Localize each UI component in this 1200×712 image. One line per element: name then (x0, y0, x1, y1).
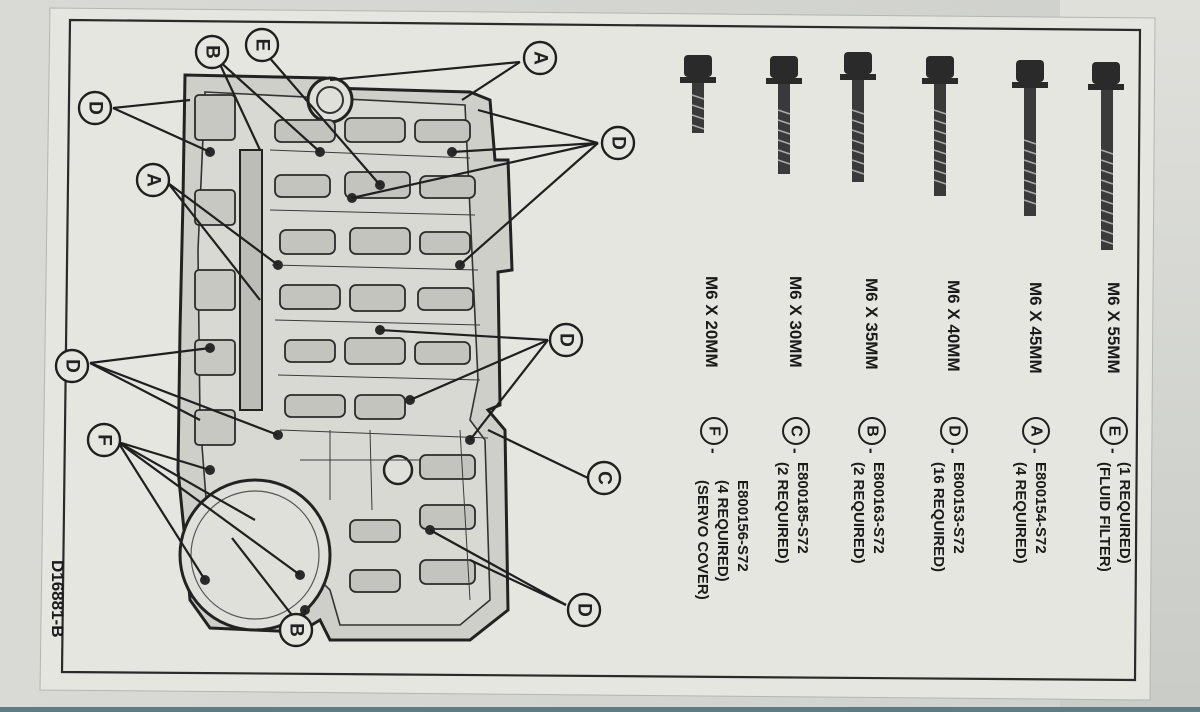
callout-letter: B (202, 45, 223, 59)
bolt-part-label: E800163-S72 (870, 462, 887, 554)
bolt-size-label: M6 X 40MM (944, 280, 963, 372)
label-group-e: M6 X 55MM (1104, 282, 1123, 374)
callout-letter: D (574, 603, 595, 617)
bolt-illustrations (680, 52, 1124, 250)
bolt-qty-label: (4 REQUIRED) (714, 480, 731, 582)
svg-text:-: - (862, 448, 881, 454)
bolt-note-label: (FLUID FILTER) (1096, 462, 1113, 572)
label-letter-b: B - (858, 417, 886, 454)
bolt-letter: D (946, 425, 963, 437)
callout-d-right-mid: D (548, 322, 584, 358)
callout-letter: F (94, 434, 115, 446)
bolt-qty-label: (1 REQUIRED) (1116, 462, 1133, 564)
callout-f-left: F (86, 422, 122, 458)
bolt-size-label: M6 X 45MM (1026, 282, 1045, 374)
bolt-qty-label: (2 REQUIRED) (850, 462, 867, 564)
bolt-size-label: M6 X 20MM (702, 276, 721, 368)
valve-body-drawing (176, 73, 514, 642)
bolt-m6x30 (766, 56, 802, 174)
callout-e-top: E (244, 27, 280, 63)
callout-a-mid: A (135, 162, 171, 198)
bolt-part-label: E800153-S72 (950, 462, 967, 554)
svg-text:-: - (1104, 448, 1123, 454)
bolt-size-label: M6 X 35MM (862, 278, 881, 370)
svg-text:-: - (786, 448, 805, 454)
bolt-labels: M6 X 55MM E - (1 REQUIRED) (FLUID FILTER… (694, 276, 1133, 600)
callout-letter: E (252, 39, 273, 52)
callouts: B E A D A D D D (54, 27, 636, 648)
bolt-part-label: E800185-S72 (794, 462, 811, 554)
label-letter-c: C - (782, 417, 810, 454)
label-letter-e: E - (1100, 417, 1128, 454)
callout-a-top: A (522, 40, 558, 76)
leader-lines (89, 55, 599, 629)
bolt-m6x35 (840, 52, 876, 182)
callout-letter: D (85, 101, 106, 115)
bolt-qty-label: (4 REQUIRED) (1012, 462, 1029, 564)
callout-c-right: C (586, 460, 622, 496)
bolt-note-label: (SERVO COVER) (694, 480, 711, 600)
figure-frame (60, 18, 1142, 682)
callout-d-right-top: D (600, 125, 636, 161)
label-letter-f: F - (700, 417, 728, 454)
callout-letter: A (530, 51, 551, 65)
svg-text:-: - (944, 448, 963, 454)
callout-letter: D (62, 359, 83, 373)
bolt-letter: F (706, 426, 723, 436)
callout-letter: A (143, 173, 164, 187)
bolt-letter: E (1106, 426, 1123, 437)
bolt-letter: B (864, 425, 881, 437)
bolt-letter: C (788, 425, 805, 437)
callout-d-left-bottom: D (54, 348, 90, 384)
callout-b-top: B (194, 34, 230, 70)
callout-d-right-bottom: D (566, 592, 602, 628)
svg-text:-: - (1026, 448, 1045, 454)
bolt-part-label: E800154-S72 (1032, 462, 1049, 554)
callout-b-bottom: B (278, 612, 314, 648)
bolt-qty-label: (16 REQUIRED) (930, 462, 947, 572)
bolt-size-label: M6 X 30MM (786, 276, 805, 368)
svg-text:-: - (704, 448, 723, 454)
bolt-m6x20 (680, 55, 716, 133)
bolt-m6x55 (1088, 62, 1124, 250)
bolt-m6x40 (922, 56, 958, 196)
callout-letter: B (286, 623, 307, 637)
bolt-part-label: E800156-S72 (734, 480, 751, 572)
bolt-m6x45 (1012, 60, 1048, 216)
callout-letter: C (594, 471, 615, 485)
callout-letter: D (556, 333, 577, 347)
label-letter-d: D - (940, 417, 968, 454)
callout-letter: D (608, 136, 629, 150)
label-letter-a: A - (1022, 417, 1050, 454)
callout-d-left-top: D (77, 90, 113, 126)
figure-id: D16881-B (48, 560, 67, 638)
bolt-qty-label: (2 REQUIRED) (774, 462, 791, 564)
bolt-letter: A (1028, 425, 1045, 437)
bolt-size-label: M6 X 55MM (1104, 282, 1123, 374)
figure-id-label: D16881-B (48, 560, 67, 638)
